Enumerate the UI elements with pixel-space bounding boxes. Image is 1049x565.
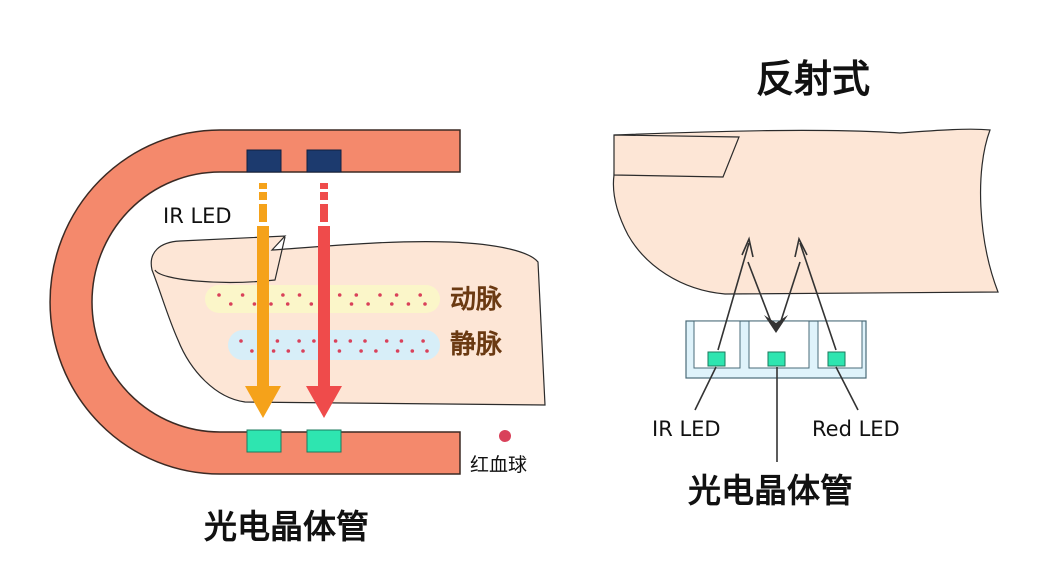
left-detector-label: 光电晶体管 <box>204 507 369 546</box>
blood-cell-dot <box>423 302 427 306</box>
vein-band <box>228 330 440 360</box>
reflective-fingernail <box>613 134 740 178</box>
reflective-diagram: 反射式 IR LED Red LED 光电晶体管 <box>612 57 999 510</box>
blood-cell-dot <box>410 349 415 353</box>
blood-cell-dot <box>359 349 363 353</box>
blood-cell-dot <box>354 293 359 297</box>
incoming-arrowheads <box>764 315 788 333</box>
reflective-photodetector <box>767 351 786 367</box>
blood-cell-dot <box>374 349 378 353</box>
blood-cell-dot <box>229 302 233 306</box>
reflective-red-led-label: Red LED <box>812 417 900 441</box>
detector-right <box>306 429 342 453</box>
blood-cell-dot <box>217 293 221 297</box>
blood-cell-dot <box>390 302 394 306</box>
blood-cell-dot <box>252 302 257 306</box>
blood-cell-dot <box>363 339 367 343</box>
blood-cell-dot <box>425 349 429 353</box>
blood-cell-dot <box>333 339 338 343</box>
red-blood-cell-label: 红血球 <box>470 454 527 476</box>
blood-cell-dot <box>348 339 353 343</box>
blood-cell-dot <box>275 339 280 343</box>
blood-cell-dot <box>421 339 425 343</box>
red-blood-cell-legend-dot <box>499 430 511 442</box>
blood-cell-dot <box>399 339 404 343</box>
reflective-ir-led <box>707 351 726 367</box>
red-led-emitter <box>306 149 342 173</box>
blood-cell-dot <box>309 302 314 306</box>
blood-cell-dot <box>271 349 276 353</box>
transmissive-diagram: IR LED 动脉 静脉 红血球 光电晶体管 <box>49 129 546 546</box>
blood-cell-dot <box>301 349 305 353</box>
blood-cell-dot <box>239 339 243 343</box>
blood-cell-dot <box>312 339 316 343</box>
blood-cell-dot <box>337 349 342 353</box>
blood-cell-dot <box>418 293 423 297</box>
blood-cell-dot <box>297 293 302 297</box>
label-leader-lines <box>694 366 859 462</box>
blood-cell-dot <box>406 302 411 306</box>
blood-cell-dot <box>285 302 290 306</box>
artery-label: 动脉 <box>450 285 503 315</box>
finger-clip <box>49 129 461 475</box>
detector-left <box>246 429 282 453</box>
reflected-light-paths <box>717 236 837 351</box>
reflective-ir-led-label: IR LED <box>652 417 721 441</box>
blood-cell-dot <box>337 293 342 297</box>
blood-cell-dot <box>378 293 382 297</box>
blood-cell-dot <box>240 293 245 297</box>
blood-cell-dot <box>286 349 291 353</box>
red-light-beam <box>306 183 342 418</box>
blood-cell-dot <box>281 293 285 297</box>
right-detector-label: 光电晶体管 <box>688 471 853 510</box>
ir-led-label: IR LED <box>163 204 232 228</box>
blood-cell-dot <box>269 302 273 306</box>
reflective-red-led <box>827 351 846 367</box>
blood-cell-dot <box>366 302 370 306</box>
vein-label: 静脉 <box>450 329 503 360</box>
blood-cell-dot <box>297 339 301 343</box>
blood-cell-dot <box>250 349 254 353</box>
ir-led-emitter <box>246 149 282 173</box>
blood-cell-dot <box>384 339 389 343</box>
finger <box>150 235 546 406</box>
blood-cell-dot <box>394 293 399 297</box>
reflective-title: 反射式 <box>756 57 870 101</box>
blood-cell-dot <box>395 349 400 353</box>
blood-cell-dot <box>349 302 354 306</box>
ir-light-beam <box>245 183 281 418</box>
